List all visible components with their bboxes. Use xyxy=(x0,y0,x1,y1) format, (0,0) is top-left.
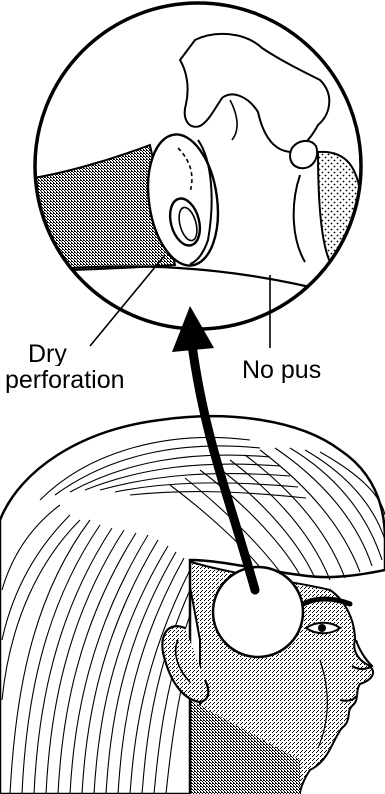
dry-perforation-label-line2: perforation xyxy=(5,366,125,394)
dry-perforation-label-line1: Dry xyxy=(28,340,67,368)
no-pus-label: No pus xyxy=(242,356,321,384)
ossicle-detail xyxy=(290,141,317,168)
ear-spot-circle xyxy=(213,567,303,657)
magnified-eardrum-view xyxy=(20,3,362,329)
eye-pupil xyxy=(318,624,326,632)
girl-head xyxy=(0,416,385,794)
